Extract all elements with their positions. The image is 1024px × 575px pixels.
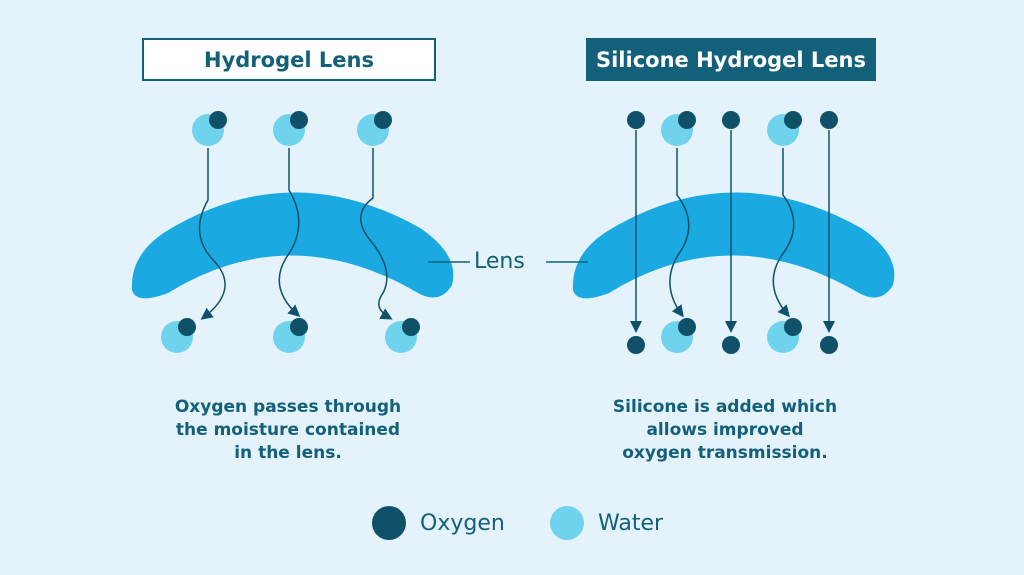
silicone-caption: Silicone is added which allows improved … xyxy=(575,396,875,465)
silicone-caption-line: oxygen transmission. xyxy=(622,443,828,463)
oxygen-molecule xyxy=(820,111,838,129)
oxygen-path-arrow xyxy=(198,148,226,320)
water-molecule xyxy=(385,318,420,353)
water-molecule xyxy=(767,318,802,353)
oxygen-legend-icon xyxy=(372,506,406,540)
silicone-hydrogel-lens-shape xyxy=(572,192,895,299)
legend-oxygen-label: Oxygen xyxy=(420,510,505,536)
hydrogel-lens-title-text: Hydrogel Lens xyxy=(204,47,374,72)
lens-label: Lens xyxy=(474,249,525,274)
hydrogel-caption: Oxygen passes through the moisture conta… xyxy=(138,396,438,465)
hydrogel-caption-line: the moisture contained xyxy=(175,420,401,440)
oxygen-path-arrow xyxy=(772,148,795,318)
oxygen-molecule xyxy=(722,111,740,129)
water-molecule xyxy=(273,318,308,353)
hydrogel-lens-shape xyxy=(131,192,454,299)
legend-oxygen: Oxygen xyxy=(372,505,505,541)
water-molecule xyxy=(661,111,696,146)
silicone-caption-line: Silicone is added which xyxy=(612,397,838,417)
water-molecule xyxy=(192,111,227,146)
oxygen-path-arrow xyxy=(360,148,393,320)
water-molecule xyxy=(661,318,696,353)
water-legend-icon xyxy=(550,506,584,540)
oxygen-molecule xyxy=(820,336,838,354)
oxygen-molecule xyxy=(627,111,645,129)
silicone-hydrogel-lens-title: Silicone Hydrogel Lens xyxy=(586,38,876,81)
water-molecule xyxy=(357,111,392,146)
hydrogel-lens-title: Hydrogel Lens xyxy=(142,38,436,81)
hydrogel-caption-line: Oxygen passes through xyxy=(174,397,402,417)
water-molecule xyxy=(161,318,196,353)
oxygen-path-arrow xyxy=(669,148,690,318)
silicone-hydrogel-lens-title-text: Silicone Hydrogel Lens xyxy=(595,47,867,72)
oxygen-molecule xyxy=(627,336,645,354)
water-molecule xyxy=(767,111,802,146)
legend-water-label: Water xyxy=(598,510,664,536)
silicone-caption-line: allows improved xyxy=(646,420,804,440)
water-molecule xyxy=(273,111,308,146)
legend-water: Water xyxy=(550,505,663,541)
oxygen-path-arrow xyxy=(278,148,301,318)
oxygen-molecule xyxy=(722,336,740,354)
hydrogel-caption-line: in the lens. xyxy=(234,443,342,463)
